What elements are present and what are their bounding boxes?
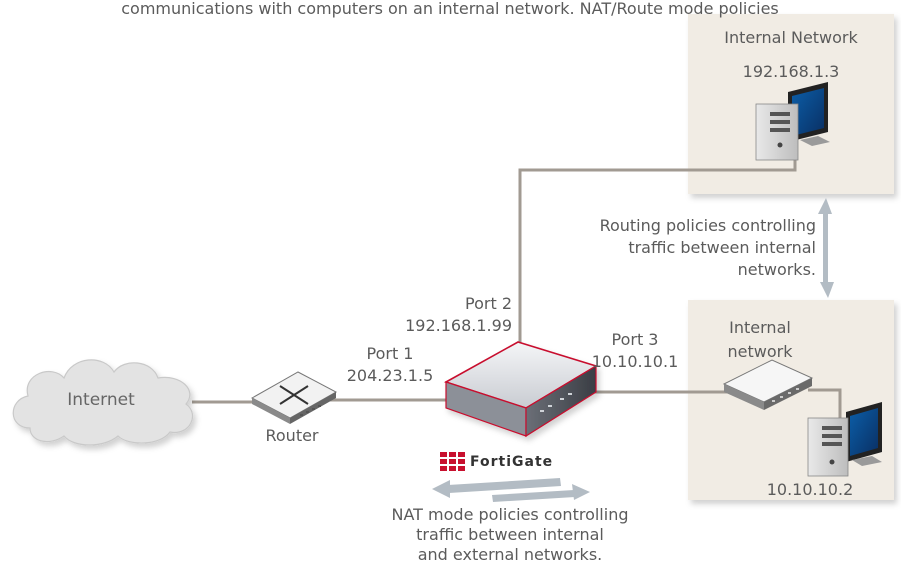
internal-network-top-ip: 192.168.1.3 — [742, 62, 840, 81]
port1-name: Port 1 — [366, 344, 414, 363]
internal-network-top-title: Internal Network — [724, 28, 858, 47]
routing-note-line2: traffic between internal — [628, 238, 816, 257]
fortigate-logo — [440, 452, 465, 471]
router-label: Router — [265, 426, 319, 445]
internal-network-bottom-ip: 10.10.10.2 — [766, 480, 854, 499]
nat-note-line1: NAT mode policies controlling — [391, 505, 629, 524]
switch-icon — [722, 359, 814, 410]
routing-arrows-icon — [818, 198, 834, 298]
routing-note-line1: Routing policies controlling — [599, 216, 816, 235]
nat-arrows-icon — [432, 478, 590, 502]
internal-network-bottom-title-line2: network — [727, 342, 793, 361]
port3-ip: 10.10.10.1 — [591, 352, 679, 371]
port2-name: Port 2 — [465, 294, 512, 313]
internet-cloud-icon — [12, 359, 193, 446]
router-icon — [250, 371, 338, 424]
port1-ip: 204.23.1.5 — [346, 366, 434, 385]
port3-name: Port 3 — [611, 330, 659, 349]
port2-ip: 192.168.1.99 — [405, 316, 512, 335]
computer-top-icon — [755, 82, 830, 161]
fortigate-unit-icon — [444, 341, 598, 438]
nat-note-line2: traffic between internal — [416, 525, 604, 544]
cable-switch-pc — [808, 388, 842, 420]
nat-note-line3: and external networks. — [417, 545, 603, 564]
fortigate-logo-text: FortiGate — [470, 454, 554, 470]
internal-network-bottom-zone — [688, 300, 894, 500]
internal-network-bottom-title-line1: Internal — [729, 318, 791, 337]
top-caption: communications with computers on an inte… — [121, 0, 779, 18]
routing-note-line3: networks. — [737, 260, 816, 279]
internet-label: Internet — [67, 390, 135, 410]
computer-bottom-icon — [807, 402, 882, 477]
